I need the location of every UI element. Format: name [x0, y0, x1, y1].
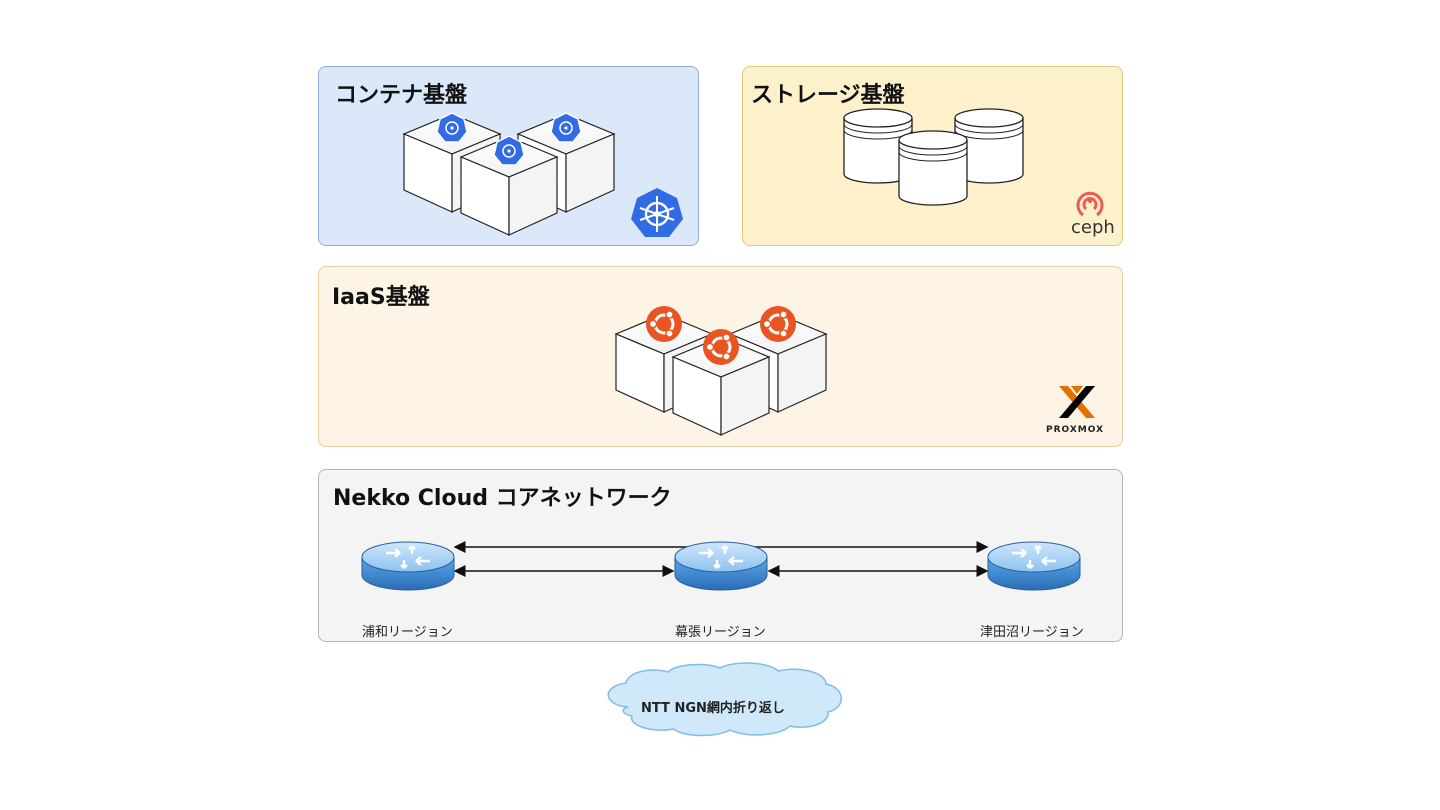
ubuntu-badge-icon: [644, 304, 684, 344]
storage-cylinders: [843, 108, 1024, 206]
iaas-platform-title: IaaS基盤: [332, 285, 430, 310]
container-platform-title: コンテナ基盤: [335, 83, 468, 108]
cloud-shape: [607, 662, 842, 737]
kubernetes-node-badge-icon: [550, 112, 582, 143]
router-icon: [360, 540, 456, 592]
core-network-title: Nekko Cloud コアネットワーク: [333, 486, 672, 511]
ngn-cloud-label: NTT NGN網内折り返し: [641, 701, 785, 716]
vm-node-cubes: [615, 304, 827, 436]
region-label-urawa: 浦和リージョン: [362, 625, 453, 640]
container-node-cubes: [403, 112, 615, 236]
ubuntu-badge-icon: [701, 327, 741, 367]
region-label-tsudanuma: 津田沼リージョン: [980, 625, 1084, 640]
ubuntu-badge-icon: [758, 304, 798, 344]
proxmox-logo-text: PROXMOX: [1046, 425, 1105, 435]
kubernetes-node-badge-icon: [436, 112, 468, 143]
ceph-logo-icon: [1076, 191, 1104, 217]
ceph-logo-text: ceph: [1071, 217, 1115, 238]
database-cylinder-icon: [898, 130, 968, 206]
region-label-makuhari: 幕張リージョン: [675, 625, 766, 640]
router-icon: [986, 540, 1082, 592]
router-icon: [673, 540, 769, 592]
storage-platform-title: ストレージ基盤: [751, 83, 905, 108]
kubernetes-logo-icon: [631, 188, 683, 237]
proxmox-logo-icon: [1059, 386, 1095, 418]
